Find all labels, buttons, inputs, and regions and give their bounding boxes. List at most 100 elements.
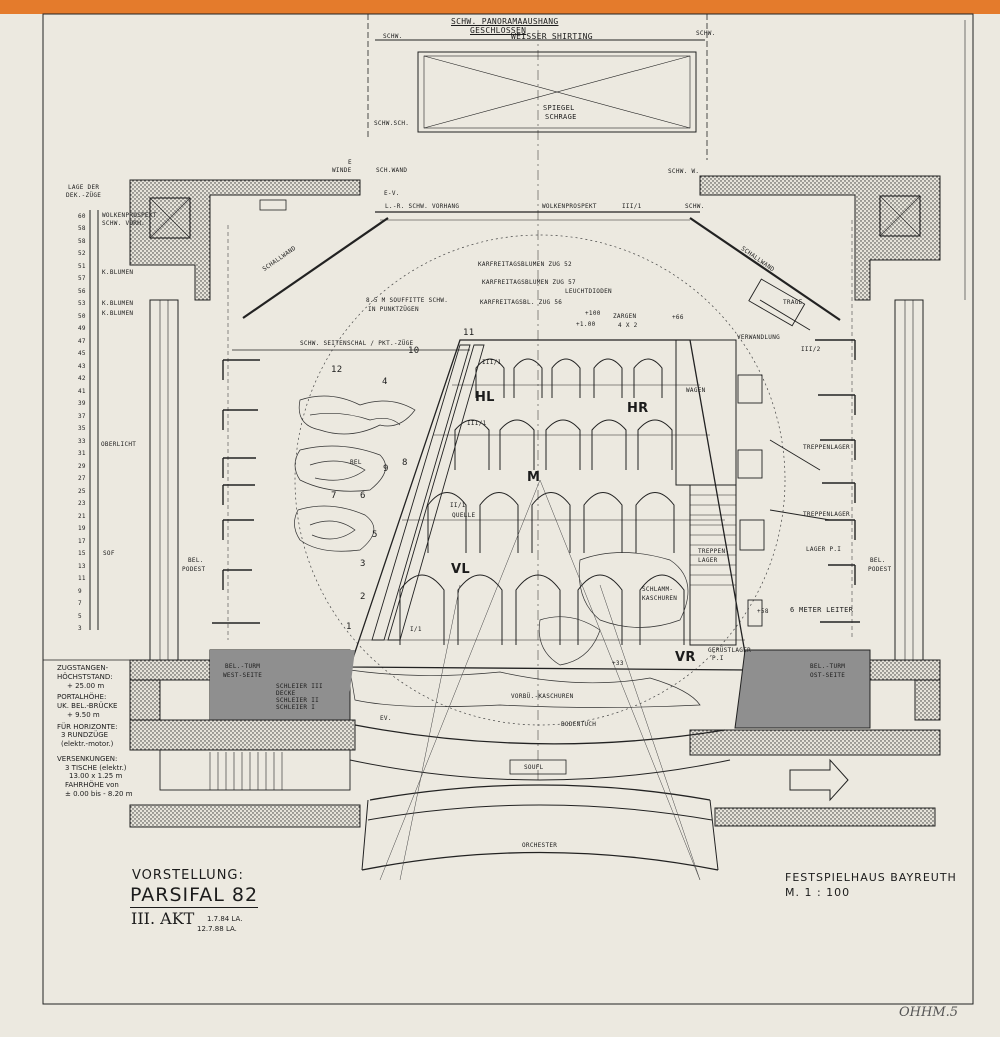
marker-1: 1 xyxy=(346,622,352,632)
e-label: E xyxy=(348,159,352,166)
schw-left-label: SCHW. xyxy=(383,33,403,40)
soufl: SOUFL xyxy=(524,764,544,771)
gauge-number: 58 xyxy=(78,237,86,245)
punktzuegen: IN PUNKTZÜGEN xyxy=(368,306,419,313)
winde-label: WINDE xyxy=(332,167,352,174)
gauge-title-2: DEK.-ZÜGE xyxy=(66,192,102,199)
bel-podest-r2: PODEST xyxy=(868,566,892,573)
treppen-label: TREPPEN- xyxy=(698,548,730,555)
lager-p1: LAGER P.I xyxy=(806,546,842,553)
gauge-number: 33 xyxy=(78,437,86,445)
karfreit-3: KARFREITAGSBL. ZUG 56 xyxy=(480,299,563,306)
bel-label: BEL xyxy=(350,459,362,466)
gauge-number: 45 xyxy=(78,350,86,358)
gauge-number: 13 xyxy=(78,562,86,570)
handwritten-note: OHHM.5 xyxy=(899,1005,959,1020)
vr-marker: VR xyxy=(675,650,696,665)
note-portal-1: PORTALHÖHE: xyxy=(57,693,107,702)
gauge-number: 58 xyxy=(78,225,86,233)
production-title: PARSIFAL 82 xyxy=(130,884,259,908)
i-1: I/1 xyxy=(410,626,422,633)
marker-6: 6 xyxy=(360,491,366,501)
plus-100-a: +100 xyxy=(585,310,601,317)
marker-4: 4 xyxy=(382,377,388,387)
spiegel-label: SPIEGEL xyxy=(543,104,575,112)
vorstellung-label: VORSTELLUNG: xyxy=(132,868,244,883)
panorama-label: SCHW. PANORAMAAUSHANG xyxy=(451,17,559,26)
act-label: III. AKT xyxy=(131,909,195,928)
quelle-label: QUELLE xyxy=(452,512,476,519)
venue-name: FESTSPIELHAUS BAYREUTH xyxy=(785,871,957,884)
schrage-label: SCHRAGE xyxy=(545,113,577,121)
gauge-number: 27 xyxy=(78,475,86,483)
note-portal-3: + 9.50 m xyxy=(67,710,100,719)
plus-58: +58 xyxy=(757,608,769,615)
bel-podest-l2: PODEST xyxy=(182,566,206,573)
ev-label: E-V. xyxy=(384,190,400,197)
meter-leiter: 6 METER LEITER xyxy=(790,606,854,614)
orange-edge-strip xyxy=(0,0,1000,14)
wolkenprospekt-main-label: WOLKENPROSPEKT xyxy=(542,203,597,210)
wagen-block xyxy=(675,339,737,486)
leuchtdioden: LEUCHTDIODEN xyxy=(565,288,612,295)
zargen: ZARGEN xyxy=(613,313,637,320)
sheet-border xyxy=(42,13,974,1005)
bodentuch: BODENTUCH xyxy=(561,721,597,728)
right-upper-wall xyxy=(699,175,941,301)
sch-wand-label: SCH.WAND xyxy=(376,167,408,174)
bel-podest-r1: BEL. xyxy=(870,557,886,564)
note-zug-2: HÖCHSTSTAND: xyxy=(57,672,113,681)
gauge-number: 31 xyxy=(78,450,86,458)
bel-turm-west-2: WEST-SEITE xyxy=(223,672,263,679)
marker-12: 12 xyxy=(331,365,343,375)
note-vers-4: FAHRHÖHE von xyxy=(65,781,119,789)
marker-11: 11 xyxy=(463,328,475,338)
gauge-title-1: LAGE DER xyxy=(68,184,100,191)
date-2: 12.7.88 LA. xyxy=(197,924,237,933)
trage: TRAGE xyxy=(783,299,803,306)
marker-3: 3 xyxy=(360,559,366,569)
note-horiz-1: FÜR HORIZONTE: xyxy=(57,722,118,731)
gauge-wolkenprospekt: WOLKENPROSPEKT xyxy=(102,212,157,219)
m-marker: M xyxy=(527,470,541,485)
marker-5: 5 xyxy=(372,530,378,540)
bel-turm-west-1: BEL.-TURM xyxy=(225,663,261,670)
seitenschal: SCHW. SEITENSCHAL / PKT.-ZÜGE xyxy=(300,340,414,347)
scale-label: M. 1 : 100 xyxy=(785,886,851,900)
right-side-wall xyxy=(894,299,924,661)
gauge-number: 23 xyxy=(78,500,86,508)
gauge-number: 43 xyxy=(78,362,86,370)
note-zug-3: + 25.00 m xyxy=(67,681,105,690)
gauge-number: 41 xyxy=(78,387,86,395)
left-side-wall xyxy=(149,299,179,661)
gauge-number: 19 xyxy=(78,525,86,533)
schlamm-label: SCHLAMM- xyxy=(642,586,674,593)
gauge-number: 7 xyxy=(78,600,82,608)
marker-8: 8 xyxy=(402,458,408,468)
plus-100-b: +1.00 xyxy=(576,321,596,328)
gauge-k-blumen-1: K.BLUMEN xyxy=(102,269,134,276)
lr-vorhang-label: L.-R. SCHW. VORHANG xyxy=(385,203,460,210)
schw-right-label: SCHW. xyxy=(696,30,716,37)
souffitte: 8.5 M SOUFFITTE SCHW. xyxy=(366,297,449,304)
gauge-sof: SOF xyxy=(103,550,115,557)
hr-marker: HR xyxy=(627,401,649,416)
schw-r-label: SCHW. xyxy=(685,203,705,210)
gauge-number: 57 xyxy=(78,275,86,283)
marker-7: 7 xyxy=(331,491,337,501)
treppenlager-r1: TREPPENLAGER xyxy=(803,444,850,451)
note-vers-2: 3 TISCHE (elektr.) xyxy=(65,763,127,772)
plus-33: +33 xyxy=(612,660,624,667)
gauge-number: 37 xyxy=(78,412,86,420)
dates-block: 1.7.84 LA. 12.7.88 LA. xyxy=(197,915,242,935)
zargen-size: 4 X 2 xyxy=(618,322,638,329)
geschlossen-label: GESCHLOSSEN xyxy=(470,26,527,35)
hl-marker: HL xyxy=(475,390,495,405)
gauge-number: 29 xyxy=(78,462,86,470)
marker-9: 9 xyxy=(383,464,389,474)
gauge-k-blumen-2: K.BLUMEN xyxy=(102,300,134,307)
iii-2: III/2 xyxy=(801,346,821,353)
schleier-1: SCHLEIER I xyxy=(276,704,316,711)
wagen: WAGEN xyxy=(686,387,706,394)
